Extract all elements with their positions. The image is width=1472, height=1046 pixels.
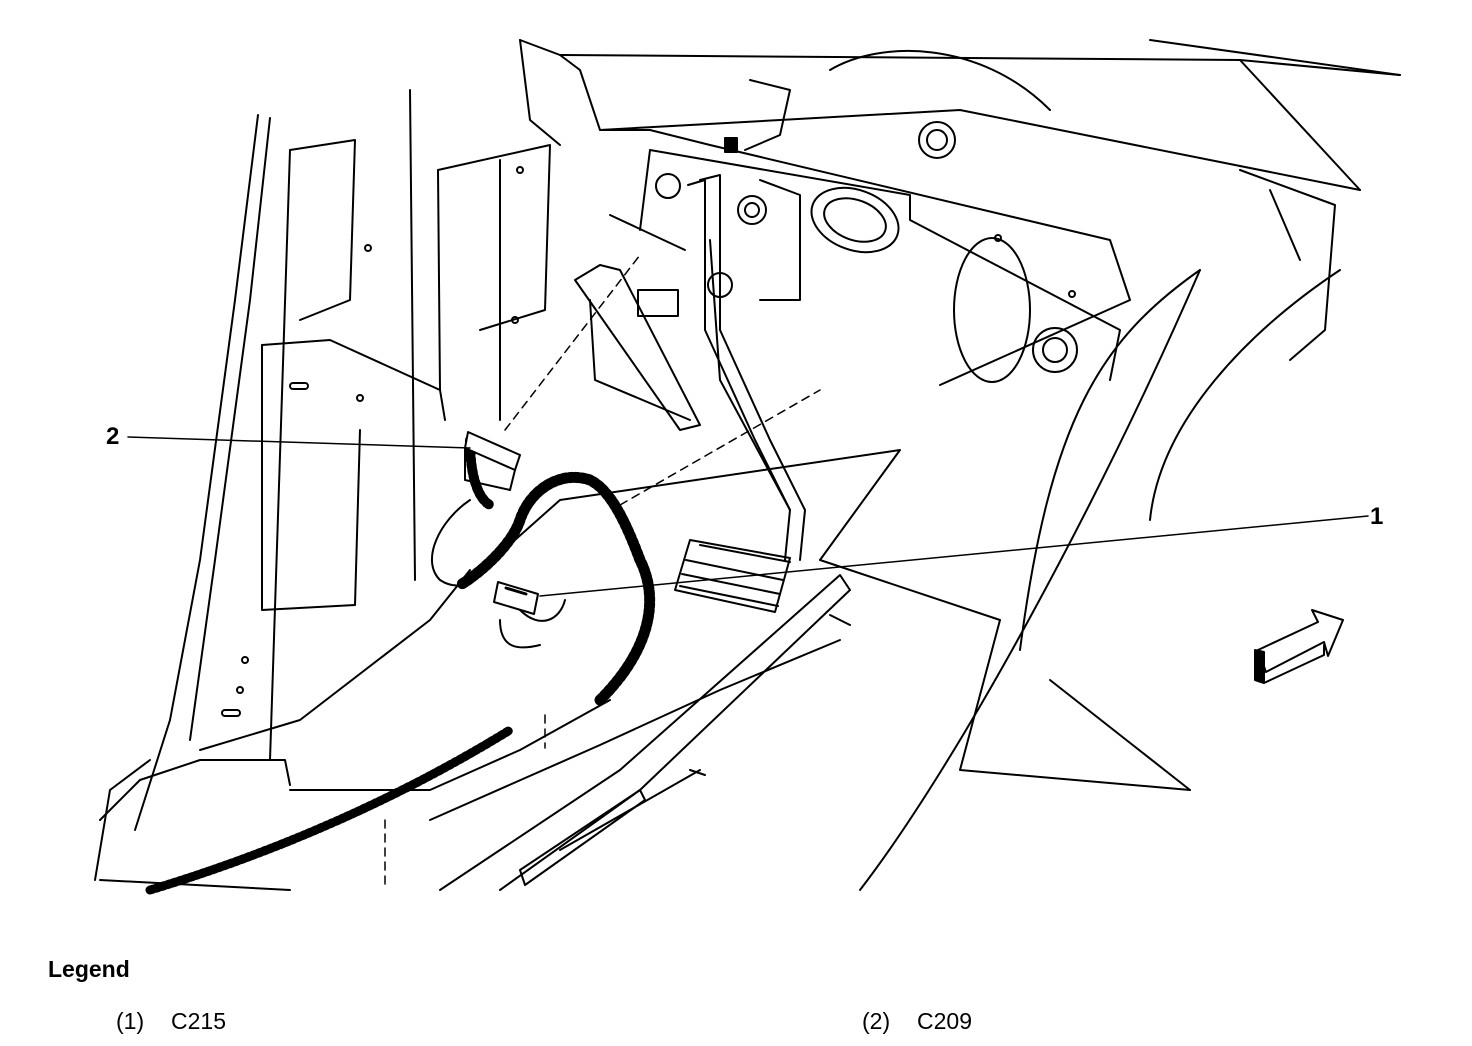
callout-2-label: 2: [106, 423, 120, 450]
legend-item-number: (1): [116, 1008, 145, 1034]
module-bracket: [574, 214, 701, 431]
connector-c215: [493, 581, 539, 615]
forward-arrow-icon: [1254, 609, 1344, 684]
door-sill-plate: [439, 574, 851, 891]
callout-leaders: [127, 436, 1369, 597]
location-lines: [384, 254, 821, 891]
connector-c209: [464, 431, 521, 491]
left-body-side: [94, 114, 471, 891]
callout-1-label: 1: [1370, 503, 1384, 530]
legend-item: (1) C215: [116, 1008, 226, 1035]
legend-item: (2) C209: [862, 1008, 972, 1035]
accelerator-pedal-pad: [674, 539, 791, 613]
vehicle-interior-diagram: [94, 39, 1401, 895]
floor-area: [289, 169, 1341, 891]
wiring-harness: [145, 435, 656, 895]
accelerator-pedal-arm: [687, 174, 806, 561]
legend-item-label: C209: [917, 1008, 972, 1034]
dash-cowl: [519, 39, 1401, 386]
legend-item-number: (2): [862, 1008, 891, 1034]
kick-panel: [409, 89, 551, 581]
legend-item-label: C215: [171, 1008, 226, 1034]
legend-title: Legend: [48, 956, 130, 982]
